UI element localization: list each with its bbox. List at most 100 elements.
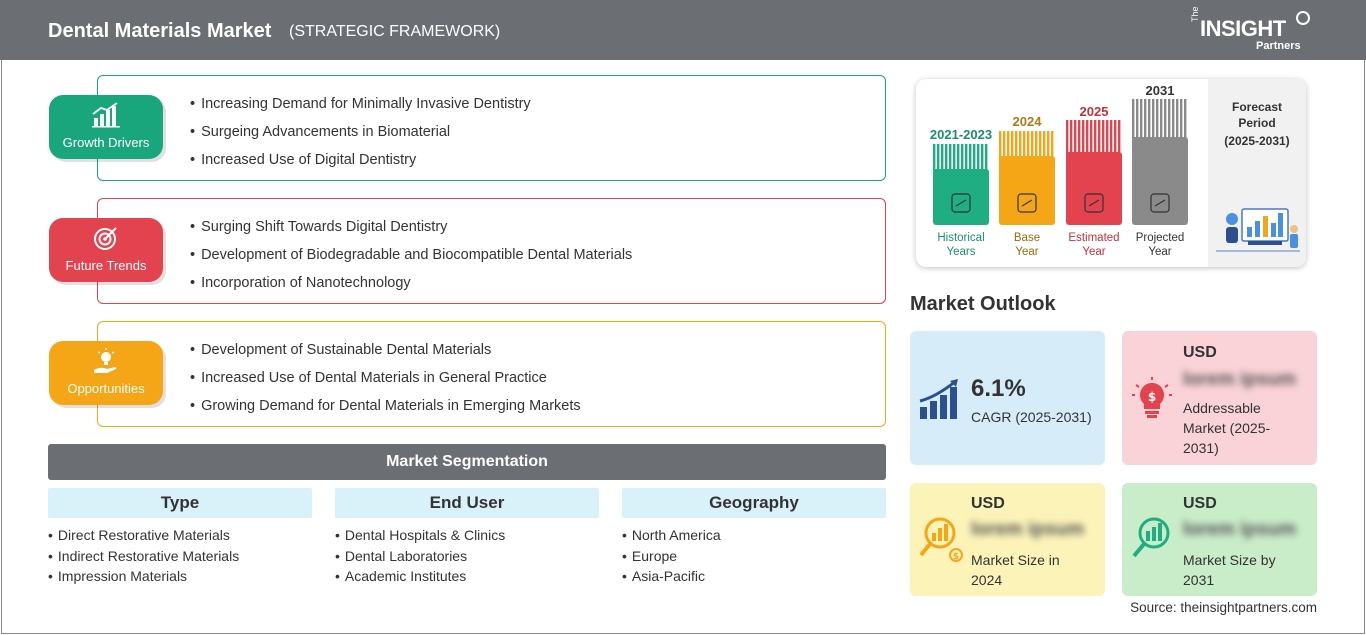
history-clock-icon — [951, 193, 971, 213]
label-line: 2031 — [1183, 572, 1215, 588]
lightbulb-hand-icon — [94, 348, 117, 373]
segment-heading: Geography — [622, 488, 886, 518]
bar-stripe — [1035, 131, 1038, 158]
size2024-value: lorem ipsum — [971, 519, 1084, 540]
bar-stripe — [1180, 99, 1183, 139]
bar-stripe — [999, 131, 1002, 158]
timeline-label: Estimated — [1068, 232, 1119, 244]
growth-drivers-list: Increasing Demand for Minimally Invasive… — [190, 94, 531, 178]
bar-stripe — [1007, 131, 1010, 158]
bar-stripe — [1144, 99, 1147, 139]
list-item: Growing Demand for Dental Materials in E… — [190, 396, 581, 424]
money-bulb-icon: $ — [1132, 377, 1172, 418]
logo-insight: INSIGHT — [1200, 16, 1286, 41]
addressable-market-tile: $ USD lorem ipsum Addressable Market (20… — [1122, 331, 1317, 465]
bar-stripe — [1019, 131, 1022, 158]
segment-item: Indirect Restorative Materials — [48, 547, 312, 568]
future-trends-list: Surging Shift Towards Digital Dentistry … — [190, 217, 632, 301]
bar-stripe — [1140, 99, 1143, 139]
bar-stripe — [1031, 131, 1034, 158]
size2024-label: Market Size in 2024 — [971, 550, 1060, 590]
future-trends-badge: Future Trends — [49, 218, 163, 282]
bar-stripe — [949, 144, 952, 171]
list-item: Surging Shift Towards Digital Dentistry — [190, 217, 632, 245]
bar-stripe — [1078, 120, 1081, 154]
logo-ring-icon — [1296, 11, 1310, 25]
timeline-label: Year — [1082, 246, 1105, 258]
insight-partners-logo[interactable]: The INSIGHT Partners — [1190, 6, 1320, 54]
list-item: Increased Use of Dental Materials in Gen… — [190, 368, 581, 396]
list-item: Development of Sustainable Dental Materi… — [190, 340, 581, 368]
addressable-usd: USD — [1183, 344, 1217, 361]
bar-stripe — [1172, 99, 1175, 139]
bar-stripe — [1148, 99, 1151, 139]
segment-item: Dental Laboratories — [335, 547, 599, 568]
segment-geography: Geography North America Europe Asia-Paci… — [622, 488, 886, 588]
list-item: Development of Biodegradable and Biocomp… — [190, 245, 632, 273]
timeline-bar — [999, 156, 1055, 225]
list-item: Incorporation of Nanotechnology — [190, 273, 632, 301]
bar-stripe — [1074, 120, 1077, 154]
bar-stripe — [1152, 99, 1155, 139]
badge-label: Future Trends — [65, 258, 147, 273]
segment-heading: End User — [335, 488, 599, 518]
segment-item: North America — [622, 526, 886, 547]
segment-item: Impression Materials — [48, 567, 312, 588]
bar-stripe — [977, 144, 980, 171]
bar-stripe — [1184, 99, 1187, 139]
bar-stripe — [1082, 120, 1085, 154]
bar-stripe — [1086, 120, 1089, 154]
cagr-label: CAGR (2025-2031) — [971, 409, 1092, 425]
label-line: 2024 — [971, 572, 1003, 588]
addressable-label: Addressable Market (2025- 2031) — [1183, 398, 1270, 458]
timeline-label: Projected — [1136, 232, 1185, 244]
target-icon — [94, 227, 117, 250]
bar-stripe — [1098, 120, 1101, 154]
label-line: Market (2025- — [1183, 420, 1271, 436]
forecast-line: Period — [1238, 116, 1276, 130]
magnifier-growth-icon — [1132, 517, 1170, 558]
timeline-year: 2031 — [1146, 83, 1175, 98]
cagr-value: 6.1% — [971, 375, 1026, 402]
bar-stripe — [961, 144, 964, 171]
bar-stripe — [1043, 131, 1046, 158]
bar-stripe — [1047, 131, 1050, 158]
bar-stripe — [973, 144, 976, 171]
bar-stripe — [1164, 99, 1167, 139]
size2031-value: lorem ipsum — [1183, 519, 1296, 540]
timeline-year: 2024 — [1013, 114, 1043, 129]
bar-stripe — [1168, 99, 1171, 139]
timeline-label: Year — [1015, 246, 1038, 258]
forecast-line: Forecast — [1231, 100, 1283, 114]
growth-drivers-badge: Growth Drivers — [49, 95, 163, 159]
bar-stripe — [1110, 120, 1113, 154]
size2031-label: Market Size by 2031 — [1183, 550, 1276, 590]
label-line: Market Size by — [1183, 552, 1276, 568]
opportunities-card: Development of Sustainable Dental Materi… — [97, 321, 886, 427]
bar-stripe — [1176, 99, 1179, 139]
segment-item: Europe — [622, 547, 886, 568]
page-subtitle: (STRATEGIC FRAMEWORK) — [289, 23, 501, 40]
market-size-2031-tile: USD lorem ipsum Market Size by 2031 — [1122, 483, 1317, 596]
timeline-bar — [1132, 137, 1188, 225]
bar-stripe — [933, 144, 936, 171]
bar-stripe — [1070, 120, 1073, 154]
timeline-year: 2021-2023 — [930, 127, 992, 142]
timeline-label: Year — [1148, 246, 1171, 258]
segment-heading: Type — [48, 488, 312, 518]
timeline-bar — [1066, 152, 1122, 225]
cagr-tile: 6.1% CAGR (2025-2031) — [910, 331, 1105, 465]
growth-bars-icon — [919, 379, 958, 419]
growth-chart-icon — [92, 102, 120, 128]
segment-item: Direct Restorative Materials — [48, 526, 312, 547]
label-line: 2031) — [1183, 440, 1219, 456]
calendar-icon — [1017, 193, 1037, 213]
timeline-label: Historical — [937, 232, 984, 244]
segment-item: Academic Institutes — [335, 567, 599, 588]
bar-stripe — [965, 144, 968, 171]
bar-stripe — [1023, 131, 1026, 158]
timeline-bar — [933, 169, 989, 225]
list-item: Increased Use of Digital Dentistry — [190, 150, 531, 178]
logo-partners: Partners — [1256, 40, 1301, 52]
bar-stripe — [985, 144, 988, 171]
